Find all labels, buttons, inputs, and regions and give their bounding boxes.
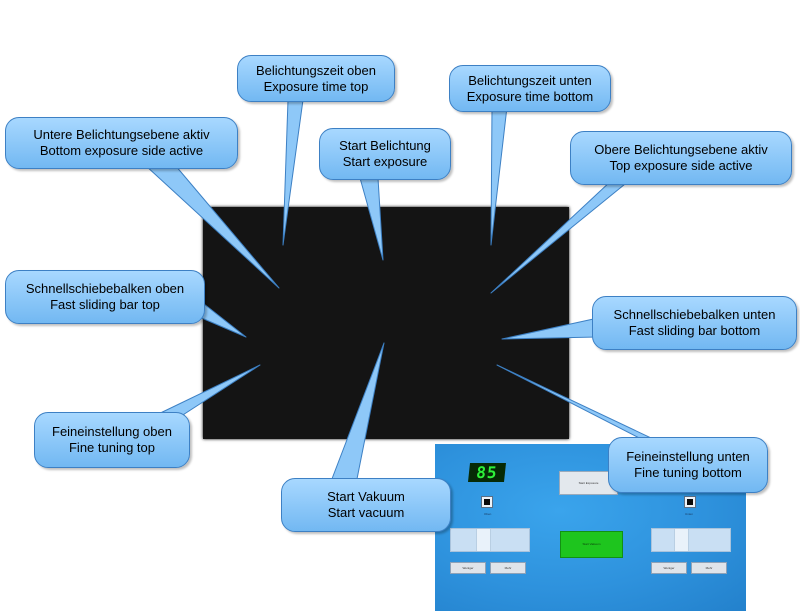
callout-bottom-side-active: Untere Belichtungsebene aktiv Bottom exp… [5,117,238,169]
callout-text-de: Schnellschiebebalken oben [25,281,185,296]
callout-text-en: Fast sliding bar bottom [628,323,761,338]
callout-text-de: Feineinstellung oben [52,424,172,439]
fast-sliding-bar-bottom[interactable] [651,528,731,552]
bottom-side-checkbox[interactable] [684,496,696,508]
leader-fast-bar-bottom [501,317,599,340]
leader-exposure-time-bottom [490,106,508,246]
leader-top-side-active [490,179,631,294]
callout-text-en: Exposure time bottom [466,88,594,104]
callout-text-de: Start Belichtung [339,138,431,153]
fast-sliding-bar-top[interactable] [450,528,530,552]
start-vacuum-button[interactable]: Start Vakuum [560,531,623,558]
callout-text-en: Top exposure side active [609,158,753,173]
callout-text-de: Feineinstellung unten [626,449,750,464]
callout-text-en: Exposure time top [263,78,369,94]
callout-text-en: Fine tuning top [68,440,155,455]
fine-tuning-bottom-minus-button[interactable]: Weniger [651,562,687,574]
callout-top-side-active: Obere Belichtungsebene aktiv Top exposur… [570,131,792,185]
callout-text-de: Schnellschiebebalken unten [613,307,776,322]
leader-exposure-time-top [282,99,304,246]
callout-fast-bar-top: Schnellschiebebalken oben Fast sliding b… [5,270,205,324]
callout-fine-tuning-bottom: Feineinstellung unten Fine tuning bottom [608,437,768,493]
callout-text-de: Start Vakuum [327,489,405,504]
callout-fast-bar-bottom: Schnellschiebebalken unten Fast sliding … [592,296,797,350]
fine-tuning-bottom-plus-button[interactable]: Mehr [691,562,727,574]
fine-tuning-top-minus-button[interactable]: Weniger [450,562,486,574]
callout-exposure-time-top: Belichtungszeit oben Exposure time top [237,55,395,102]
callout-fine-tuning-top: Feineinstellung oben Fine tuning top [34,412,190,468]
leader-start-exposure [359,177,384,261]
fine-tuning-top-plus-button[interactable]: Mehr [490,562,526,574]
callout-start-vacuum: Start Vakuum Start vacuum [281,478,451,532]
callout-text-de: Untere Belichtungsebene aktiv [33,127,210,142]
callout-text-en: Start exposure [342,154,428,169]
callout-text-de: Obere Belichtungsebene aktiv [594,142,768,157]
leader-fine-tuning-bottom [496,364,669,447]
callout-text-de: Belichtungszeit unten [468,72,592,88]
callout-text-de: Belichtungszeit oben [256,62,376,78]
top-side-checkbox[interactable] [481,496,493,508]
callout-exposure-time-bottom: Belichtungszeit unten Exposure time bott… [449,65,611,112]
callout-text-en: Bottom exposure side active [39,143,204,158]
bottom-side-checkbox-label: Unten [685,512,694,516]
callout-text-en: Fine tuning bottom [634,465,742,480]
callout-text-en: Start vacuum [327,505,405,520]
fast-sliding-bar-bottom-thumb[interactable] [674,529,689,551]
callout-start-exposure: Start Belichtung Start exposure [319,128,451,180]
fast-sliding-bar-top-thumb[interactable] [476,529,491,551]
callout-text-en: Fast sliding bar top [50,297,160,312]
leader-start-vacuum [329,342,385,485]
top-side-checkbox-label: Oben [484,512,492,516]
